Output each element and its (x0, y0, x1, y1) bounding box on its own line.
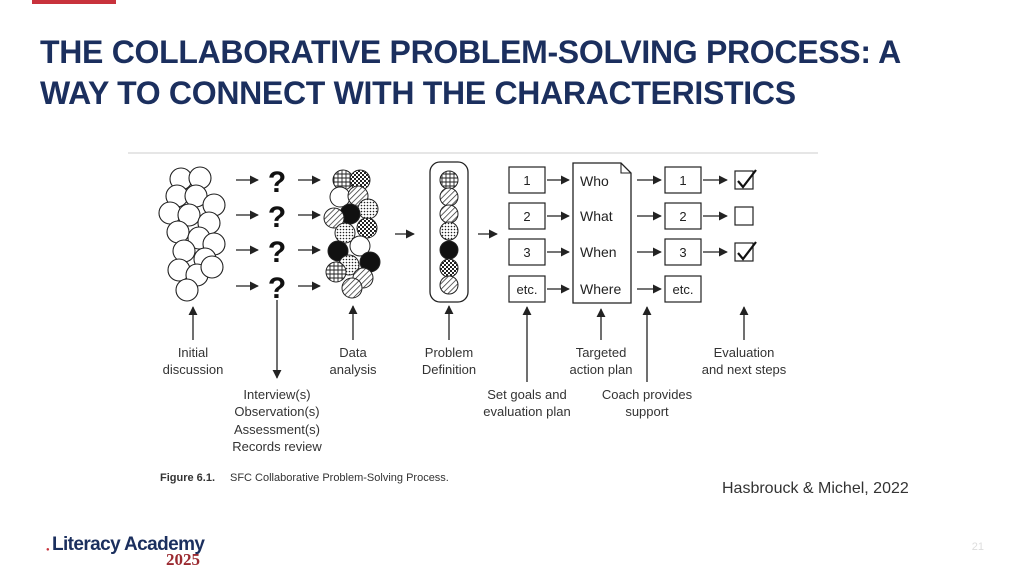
question-mark-1: ? (268, 166, 286, 199)
outcome-number-boxes: 1 2 3 etc. (664, 166, 702, 303)
evaluation-checkboxes (734, 169, 757, 262)
logo-year: 2025 (166, 550, 200, 569)
figure-caption-label: Figure 6.1. (160, 472, 215, 484)
label-coach-1: Coach provides (602, 387, 693, 402)
question-marks: ? ? ? ? (268, 166, 286, 305)
problem-definition-circles (439, 170, 459, 295)
initial-discussion-circles (158, 166, 226, 302)
outcome-box-2: 2 (679, 209, 686, 224)
action-word-who: Who (580, 173, 609, 189)
label-data-1: Data (339, 345, 367, 360)
citation: Hasbrouck & Michel, 2022 (722, 480, 909, 497)
label-goals-1: Set goals and (487, 387, 567, 402)
goal-number-boxes: 1 2 3 etc. (508, 166, 546, 303)
question-mark-3: ? (268, 236, 286, 269)
label-initial-1: Initial (178, 345, 208, 360)
label-evaluation-1: Evaluation (714, 345, 775, 360)
goal-box-2: 2 (523, 209, 530, 224)
label-targeted-1: Targeted (576, 345, 627, 360)
arrows-to-outcomes (637, 175, 662, 294)
label-evaluation-2: and next steps (702, 362, 787, 377)
outcome-box-1: 1 (679, 173, 686, 188)
question-mark-4: ? (268, 272, 286, 305)
action-word-what: What (580, 208, 613, 224)
checkbox-2 (734, 206, 754, 226)
action-word-when: When (580, 244, 617, 260)
label-problem-1: Problem (425, 345, 473, 360)
figure-labels: Initial discussion Interview(s) Observat… (163, 345, 787, 454)
label-coach-2: support (625, 404, 669, 419)
label-interviews: Interview(s) (243, 387, 310, 402)
label-initial-2: discussion (163, 362, 224, 377)
label-problem-2: Definition (422, 362, 476, 377)
goal-box-3: 3 (523, 245, 530, 260)
logo-mark-icon: ● (46, 547, 50, 553)
arrows-to-questions (236, 175, 259, 291)
problem-definition-bracket (429, 161, 469, 303)
data-analysis-circles (323, 169, 381, 299)
label-observations: Observation(s) (234, 404, 319, 419)
goal-box-1: 1 (523, 173, 530, 188)
label-goals-2: evaluation plan (483, 404, 570, 419)
question-mark-2: ? (268, 201, 286, 234)
figure-caption-text: SFC Collaborative Problem-Solving Proces… (230, 472, 449, 484)
arrows-to-action-plan (547, 175, 570, 294)
literacy-academy-logo: ● Literacy Academy 2025 (40, 534, 240, 574)
label-assessments: Assessment(s) (234, 422, 320, 437)
page-number: 21 (971, 541, 984, 553)
outcome-box-3: 3 (679, 245, 686, 260)
action-plan-document (572, 162, 632, 304)
check-mark-icon (737, 241, 757, 261)
accent-bar (32, 0, 116, 4)
outcome-box-etc: etc. (673, 282, 694, 297)
action-plan-words: Who What When Where (580, 173, 621, 297)
check-mark-icon (737, 169, 757, 189)
label-targeted-2: action plan (570, 362, 633, 377)
arrows-to-checkboxes (703, 175, 728, 257)
logo-name: Literacy Academy (52, 534, 205, 555)
label-data-2: analysis (330, 362, 377, 377)
arrows-to-data (298, 175, 321, 291)
goal-box-etc: etc. (517, 282, 538, 297)
label-pointer-arrows (188, 300, 749, 382)
slide-title: THE COLLABORATIVE PROBLEM-SOLVING PROCES… (40, 34, 900, 111)
label-records-review: Records review (232, 439, 322, 454)
action-word-where: Where (580, 281, 621, 297)
